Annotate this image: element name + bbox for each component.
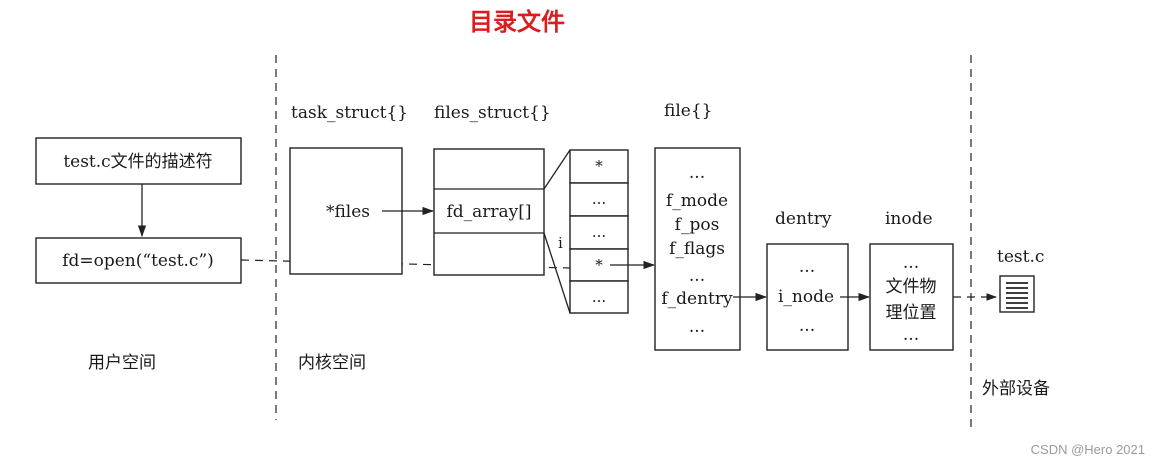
fd-cell-label: ... bbox=[592, 223, 606, 241]
fd-array-field: fd_array[] bbox=[446, 202, 531, 222]
file-field: ... bbox=[689, 317, 705, 337]
dentry-field: i_node bbox=[778, 287, 834, 307]
device-file-label: test.c bbox=[997, 247, 1044, 267]
file-field: f_pos bbox=[675, 215, 720, 235]
fd-cell-label: * bbox=[595, 157, 603, 175]
file-struct-label: file{} bbox=[664, 101, 712, 121]
files-struct-label: files_struct{} bbox=[434, 103, 551, 123]
fd-cell-label: ... bbox=[592, 288, 606, 306]
file-field: f_flags bbox=[669, 239, 725, 259]
fd-cell-label: * bbox=[595, 256, 603, 274]
file-field: ... bbox=[689, 266, 705, 286]
file-field: ... bbox=[689, 163, 705, 183]
kernel-space-label: 内核空间 bbox=[298, 353, 366, 373]
inode-field: 理位置 bbox=[886, 303, 937, 323]
user-space-label: 用户空间 bbox=[88, 353, 156, 373]
dentry-label: dentry bbox=[775, 209, 832, 229]
fd-array-fan-top bbox=[543, 149, 571, 190]
inode-field: ... bbox=[903, 325, 919, 345]
file-field: f_dentry bbox=[661, 289, 733, 309]
open-call-box bbox=[35, 237, 242, 284]
fd-cell bbox=[569, 215, 629, 250]
dentry-field: ... bbox=[799, 316, 815, 336]
dentry-field: ... bbox=[799, 257, 815, 277]
document-icon bbox=[999, 275, 1035, 313]
fd-cell bbox=[569, 182, 629, 217]
fd-cell bbox=[569, 280, 629, 314]
file-field: f_mode bbox=[666, 191, 728, 211]
diagram-title: 目录文件 bbox=[469, 8, 565, 36]
descriptor-box bbox=[35, 137, 242, 185]
inode-label: inode bbox=[885, 209, 933, 229]
watermark: CSDN @Hero 2021 bbox=[1031, 442, 1145, 457]
fd-array-cells: * ... ... * ... bbox=[569, 149, 629, 314]
task-struct-label: task_struct{} bbox=[291, 103, 408, 123]
inode-field: ... bbox=[903, 253, 919, 273]
inode-box bbox=[869, 243, 954, 351]
external-device-label: 外部设备 bbox=[982, 379, 1050, 399]
files-struct-box bbox=[433, 148, 545, 276]
fd-index-label: i bbox=[558, 234, 563, 252]
fd-array-fan-bottom bbox=[543, 232, 571, 314]
fd-cell bbox=[569, 149, 629, 184]
descriptor-box-label: test.c文件的描述符 bbox=[63, 152, 212, 172]
file-struct-box bbox=[654, 147, 741, 351]
inode-field: 文件物 bbox=[886, 277, 937, 297]
task-struct-files-field: *files bbox=[326, 202, 370, 222]
fd-cell-label: ... bbox=[592, 190, 606, 208]
dentry-box bbox=[766, 243, 849, 351]
open-call-label: fd=open(“test.c”) bbox=[62, 251, 214, 271]
